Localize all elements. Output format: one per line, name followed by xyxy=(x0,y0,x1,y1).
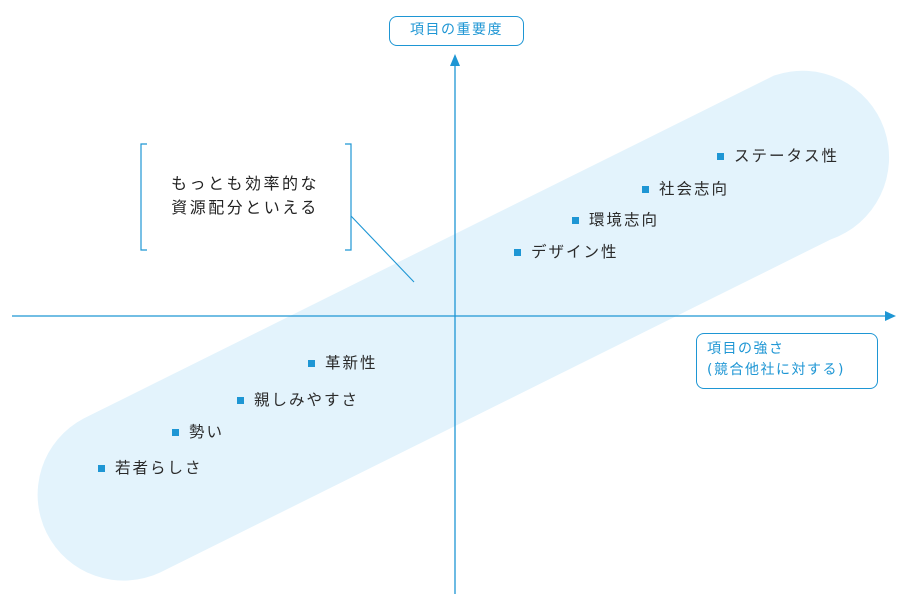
item-status: ステータス性 xyxy=(717,146,839,166)
item-momentum: 勢い xyxy=(172,422,224,442)
callout-text: もっとも効率的な 資源配分といえる xyxy=(148,172,342,220)
item-label: 環境志向 xyxy=(589,211,660,229)
item-label: 親しみやすさ xyxy=(254,391,360,409)
horizontal-axis-arrow-icon xyxy=(885,311,896,321)
horizontal-axis-label-line2: (競合他社に対する) xyxy=(707,362,845,378)
blue-square-icon xyxy=(572,216,579,224)
item-label: 革新性 xyxy=(325,354,378,372)
vertical-axis-arrow-icon xyxy=(450,54,460,66)
blue-square-icon xyxy=(717,152,724,160)
item-label: 勢い xyxy=(189,423,225,441)
item-label: デザイン性 xyxy=(531,243,619,261)
horizontal-axis-label: 項目の強さ (競合他社に対する) xyxy=(696,333,878,389)
callout-right-bracket xyxy=(345,143,352,251)
blue-square-icon xyxy=(642,185,649,193)
blue-square-icon xyxy=(514,248,521,256)
vertical-axis-label: 項目の重要度 xyxy=(389,16,524,46)
callout-line-2: 資源配分といえる xyxy=(171,198,319,217)
horizontal-axis-label-line1: 項目の強さ xyxy=(707,341,785,357)
efficient-allocation-band xyxy=(37,70,890,581)
callout-left-bracket xyxy=(140,143,147,251)
blue-square-icon xyxy=(172,428,179,436)
callout-leader-line xyxy=(350,215,415,283)
item-label: 社会志向 xyxy=(659,180,730,198)
callout-line-1: もっとも効率的な xyxy=(170,174,319,193)
item-friendliness: 親しみやすさ xyxy=(237,390,359,410)
blue-square-icon xyxy=(308,359,315,367)
blue-square-icon xyxy=(237,396,244,404)
item-design: デザイン性 xyxy=(514,242,619,262)
item-social-orientation: 社会志向 xyxy=(642,179,729,199)
item-label: 若者らしさ xyxy=(115,459,203,477)
item-youthfulness: 若者らしさ xyxy=(98,458,203,478)
item-innovation: 革新性 xyxy=(308,353,378,373)
item-label: ステータス性 xyxy=(734,147,840,165)
blue-square-icon xyxy=(98,464,105,472)
item-environmental-orientation: 環境志向 xyxy=(572,210,659,230)
